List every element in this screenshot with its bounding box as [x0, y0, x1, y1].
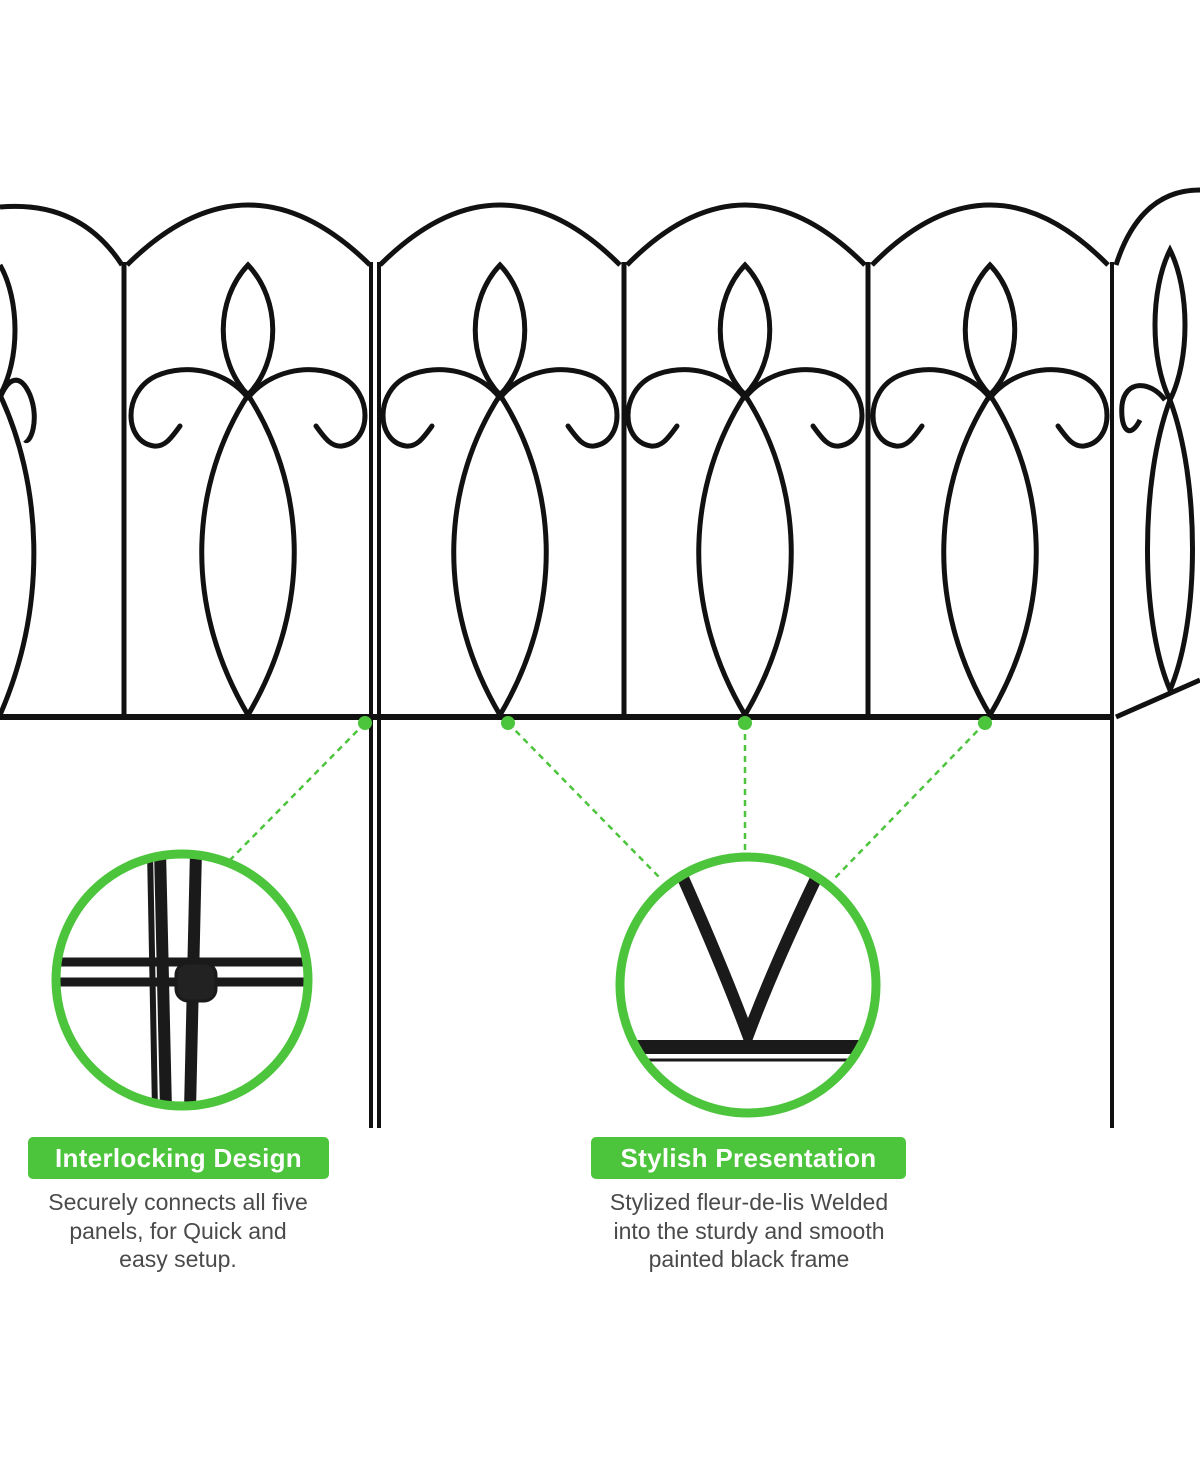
- feature-description-interlocking: Securely connects all five panels, for Q…: [48, 1189, 308, 1272]
- fleur-de-lis-ornament: [628, 265, 862, 715]
- fleur-de-lis-ornament: [131, 265, 365, 715]
- feature-title-interlocking: Interlocking Design: [28, 1137, 329, 1179]
- feature-title-stylish: Stylish Presentation: [591, 1137, 906, 1179]
- fleur-de-lis-ornament: [383, 265, 617, 715]
- interlock-detail-icon: [51, 849, 313, 1111]
- feature-description-stylish: Stylized fleur-de-lis Welded into the st…: [609, 1189, 889, 1272]
- fleur-de-lis-ornament: [873, 265, 1107, 715]
- callout-lines: [229, 722, 986, 879]
- weld-detail-icon: [615, 852, 881, 1118]
- callout-dots: [358, 716, 992, 730]
- fence-panels: [0, 187, 1200, 1128]
